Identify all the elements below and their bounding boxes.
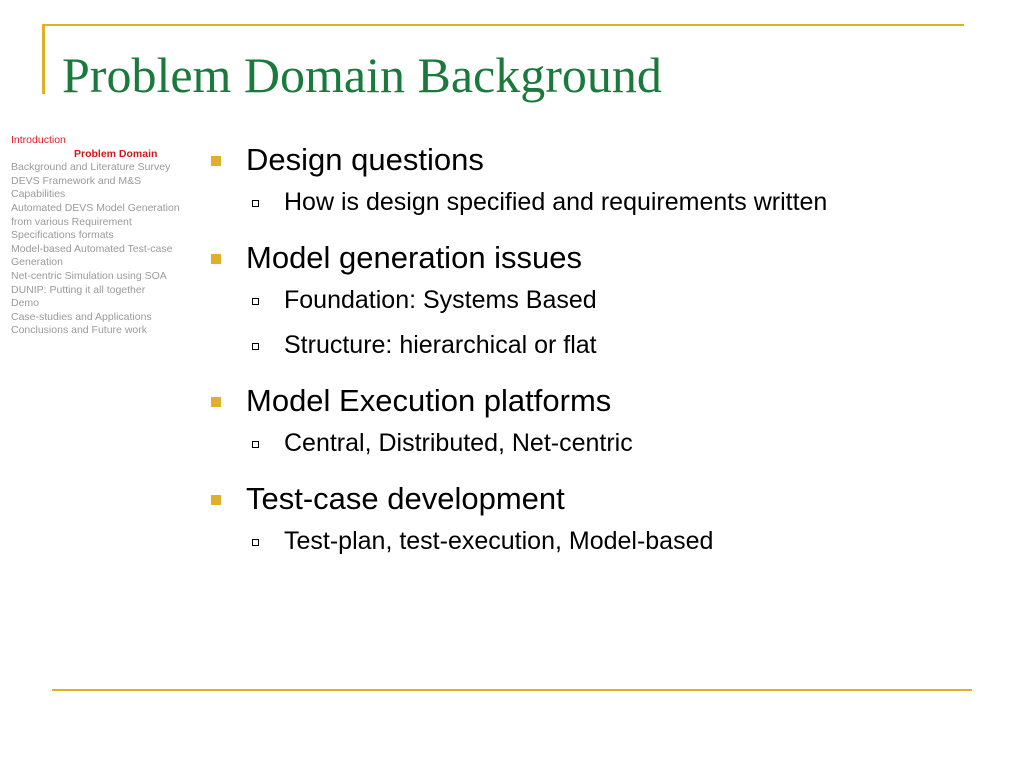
square-bullet-icon — [211, 156, 221, 166]
bullet-text: Design questions — [246, 142, 484, 177]
nav-item-background[interactable]: Background and Literature Survey — [11, 161, 171, 174]
left-rule — [42, 24, 45, 94]
sub-bullet-item: Test-plan, test-execution, Model-based — [206, 525, 996, 570]
nav-item-devs-framework[interactable]: DEVS Framework and M&S — [11, 174, 142, 187]
section-nav: Introduction Problem Domain Background a… — [11, 134, 203, 338]
hollow-square-bullet-icon — [252, 539, 259, 546]
sub-bullet-text: Test-plan, test-execution, Model-based — [284, 527, 714, 555]
bullet-text: Model generation issues — [246, 240, 583, 275]
bullet-item: Model Execution platforms — [206, 381, 996, 427]
nav-item-model-generation-cont[interactable]: from various Requirement — [11, 215, 132, 228]
square-bullet-icon — [211, 495, 221, 505]
hollow-square-bullet-icon — [252, 298, 259, 305]
slide-title: Problem Domain Background — [62, 47, 662, 103]
bullet-text: Model Execution platforms — [246, 383, 612, 418]
nav-item-model-generation[interactable]: Automated DEVS Model Generation — [11, 201, 180, 214]
nav-item-case-studies[interactable]: Case-studies and Applications — [11, 310, 152, 323]
top-rule — [42, 24, 964, 26]
sub-bullet-item: Central, Distributed, Net-centric — [206, 427, 996, 472]
hollow-square-bullet-icon — [252, 343, 259, 350]
square-bullet-icon — [211, 254, 221, 264]
nav-item-test-case-cont[interactable]: Generation — [11, 256, 63, 269]
sub-bullet-text: Structure: hierarchical or flat — [284, 331, 597, 359]
sub-bullet-item: Structure: hierarchical or flat — [206, 329, 996, 374]
bullet-text: Test-case development — [246, 481, 565, 516]
nav-item-model-generation-cont2[interactable]: Specifications formats — [11, 229, 114, 242]
sub-bullet-text: How is design specified and requirements… — [284, 188, 828, 216]
bullet-item: Test-case development — [206, 479, 996, 525]
sub-bullet-text: Central, Distributed, Net-centric — [284, 429, 633, 457]
nav-item-problem-domain[interactable]: Problem Domain — [74, 147, 158, 160]
square-bullet-icon — [211, 397, 221, 407]
nav-item-introduction[interactable]: Introduction — [11, 134, 66, 146]
sub-bullet-text: Foundation: Systems Based — [284, 286, 597, 314]
bullet-item: Model generation issues — [206, 238, 996, 284]
nav-item-conclusions[interactable]: Conclusions and Future work — [11, 324, 147, 337]
bullet-list: Design questions How is design specified… — [206, 140, 996, 570]
hollow-square-bullet-icon — [252, 200, 259, 207]
sub-bullet-item: Foundation: Systems Based — [206, 284, 996, 329]
nav-item-net-centric[interactable]: Net-centric Simulation using SOA — [11, 269, 167, 282]
sub-bullet-item: How is design specified and requirements… — [206, 186, 996, 231]
nav-item-dunip[interactable]: DUNIP: Putting it all together — [11, 283, 146, 296]
nav-item-demo[interactable]: Demo — [11, 297, 40, 310]
nav-item-devs-framework-cont[interactable]: Capabilities — [11, 188, 66, 201]
hollow-square-bullet-icon — [252, 441, 259, 448]
bottom-rule — [52, 689, 972, 691]
bullet-item: Design questions — [206, 140, 996, 186]
nav-item-test-case[interactable]: Model-based Automated Test-case — [11, 242, 173, 255]
